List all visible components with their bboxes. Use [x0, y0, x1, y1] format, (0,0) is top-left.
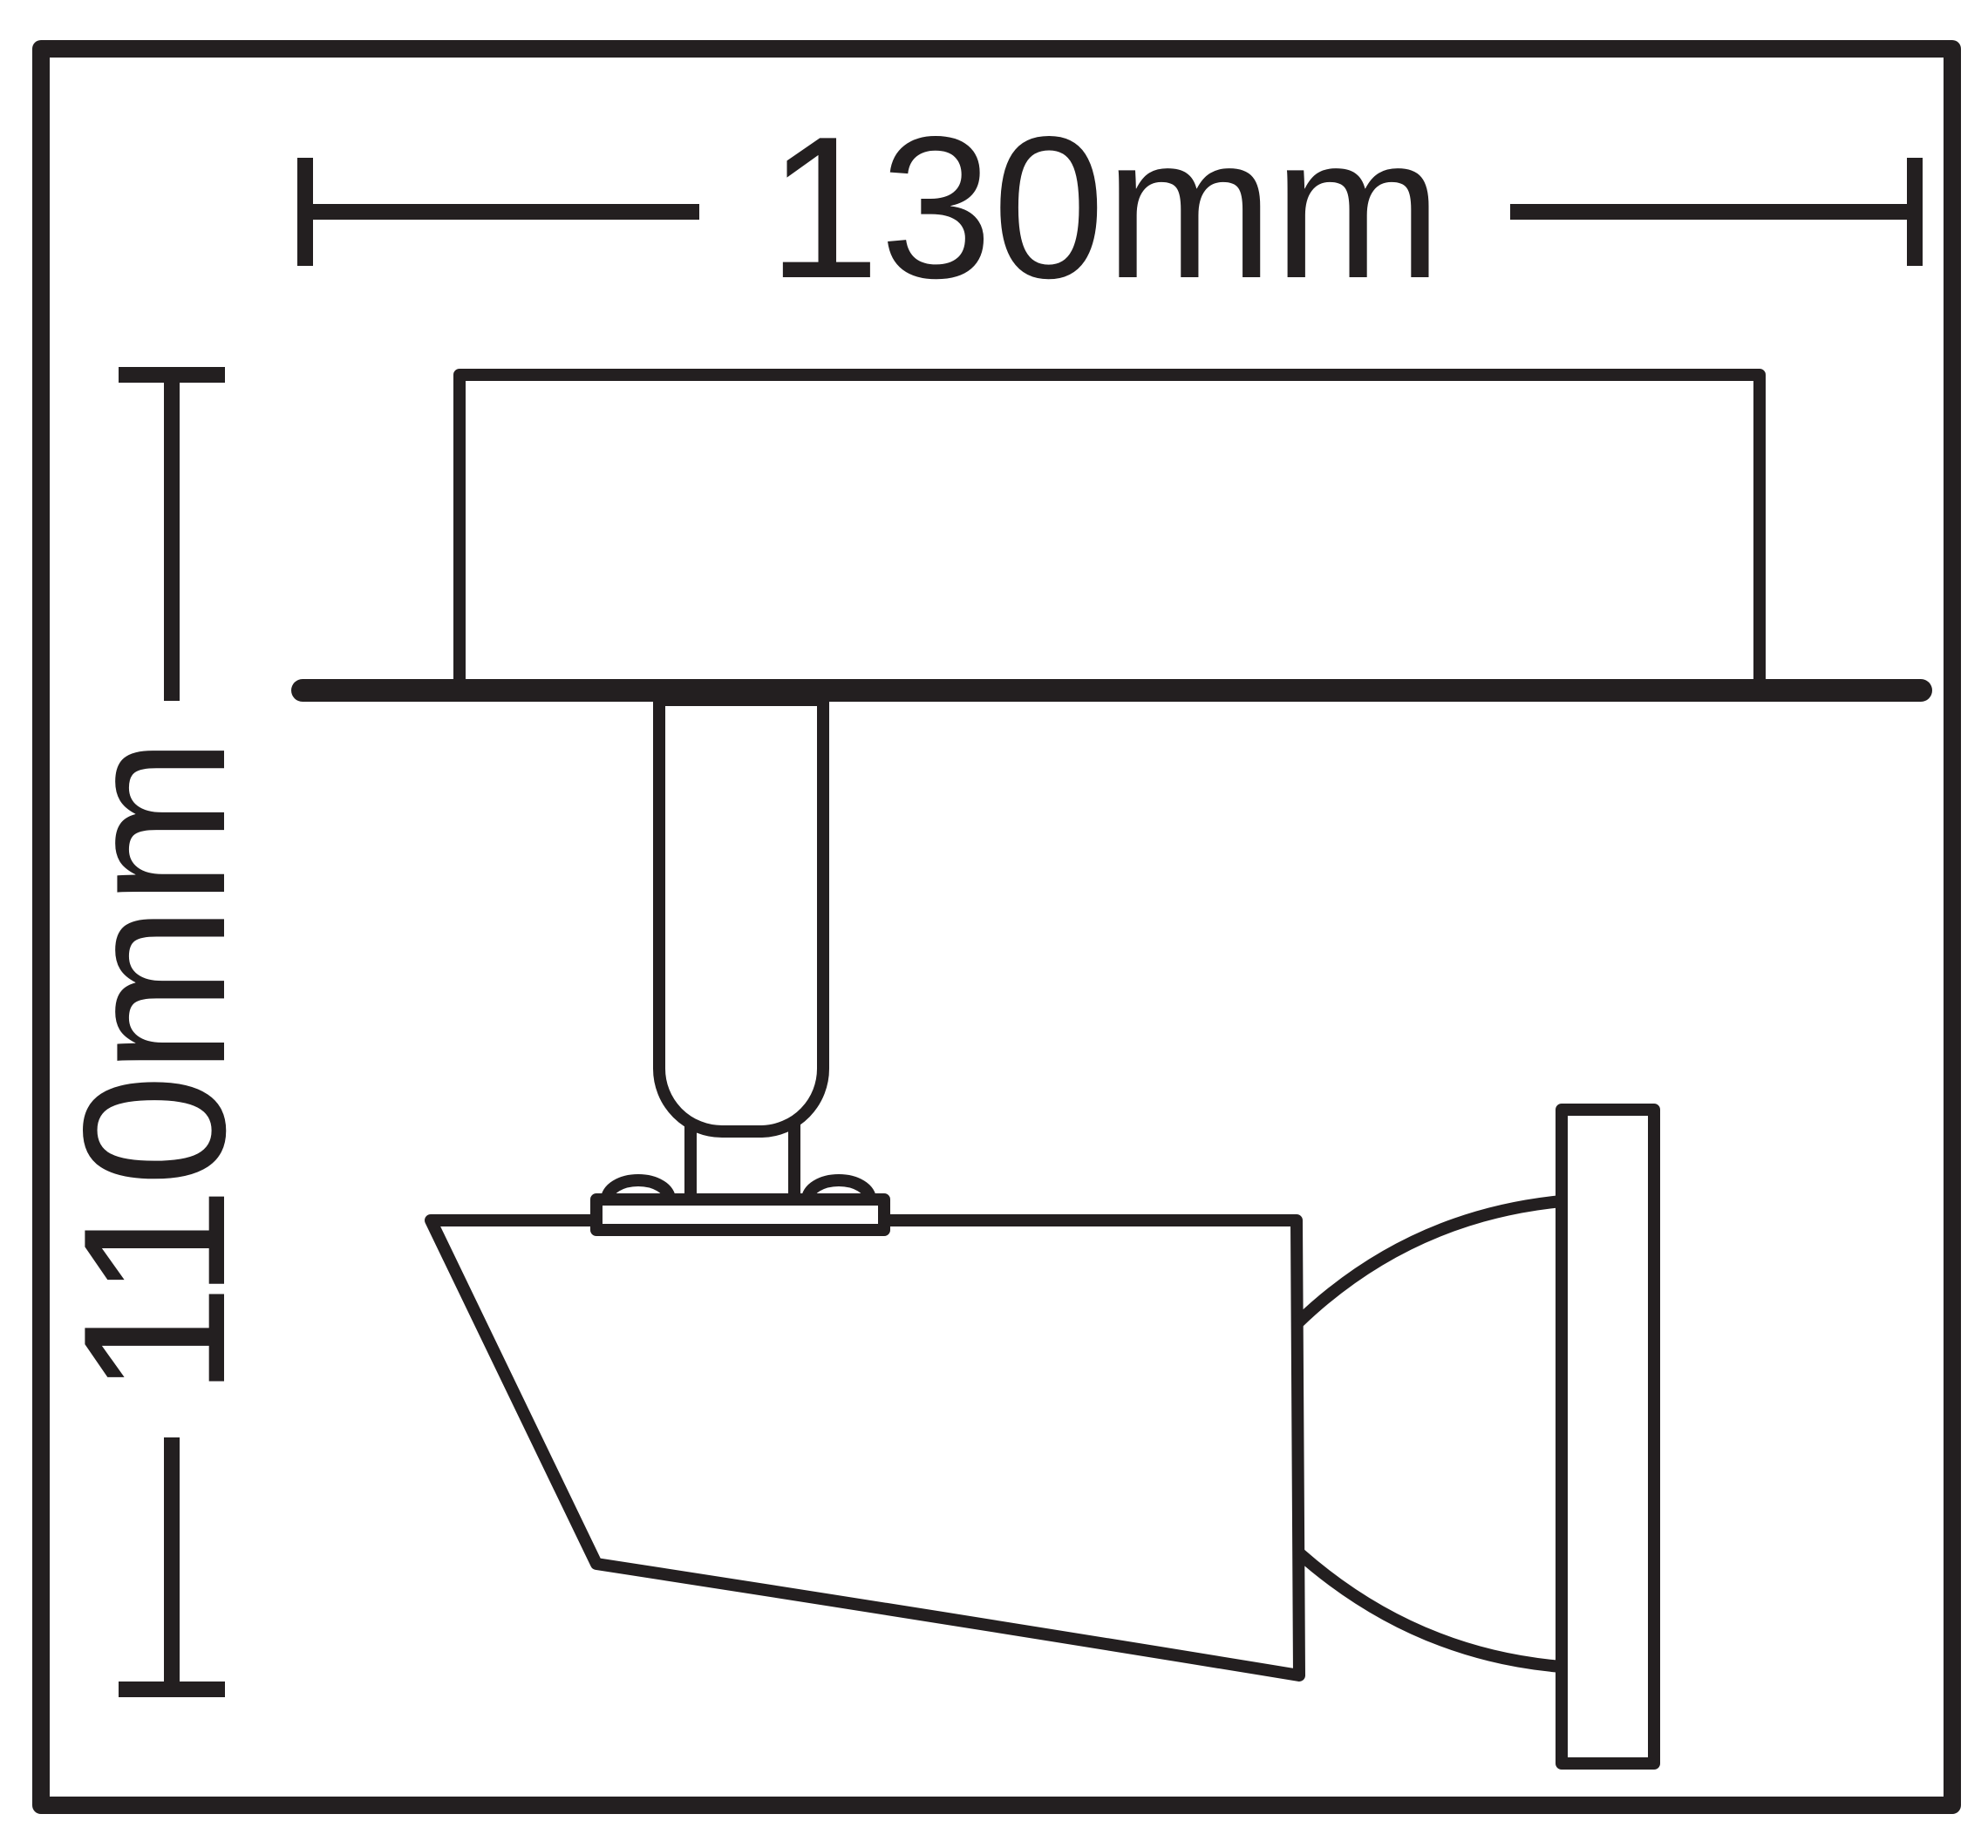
outer-frame	[32, 40, 1961, 1814]
stem	[653, 694, 829, 1138]
knuckle-plate	[590, 1193, 890, 1236]
stem-collar	[656, 694, 826, 706]
lamp-head	[425, 1214, 1305, 1682]
front-cap	[1556, 1104, 1660, 1770]
bulb-reflector	[1293, 1195, 1562, 1673]
width-dimension-label: 130mm	[767, 95, 1442, 321]
width-dimension-line	[297, 158, 1923, 266]
height-dimension-label: 110mm	[42, 737, 268, 1396]
height-dimension-line	[119, 367, 225, 1697]
canopy-box	[453, 369, 1766, 679]
knuckle-bolt-right	[801, 1174, 876, 1200]
knuckle-bolt-left	[601, 1174, 676, 1200]
